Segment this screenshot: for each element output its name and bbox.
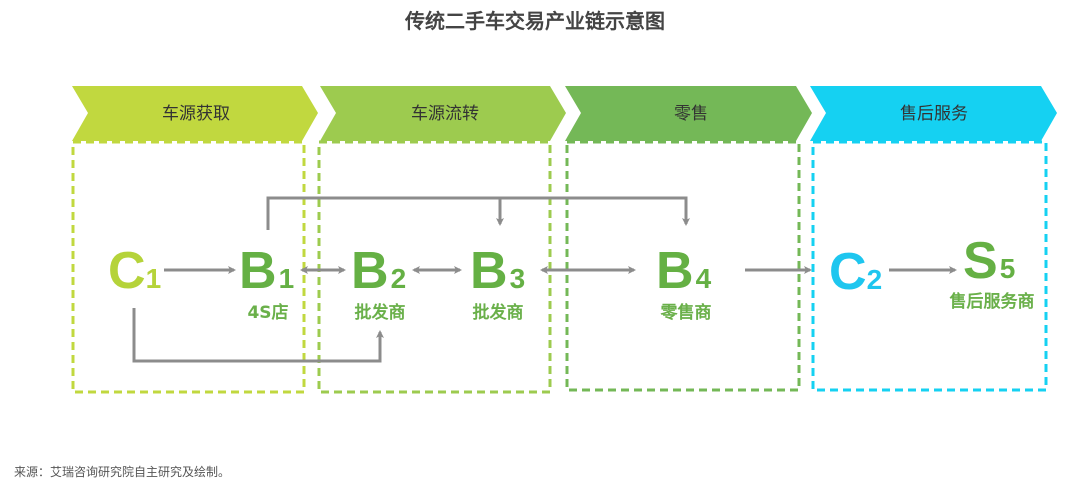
- node-label: 售后服务商: [950, 291, 1035, 312]
- stage-label: 车源流转: [411, 104, 479, 124]
- node-c1: C1: [108, 242, 161, 300]
- svg-text:S5: S5: [963, 232, 1015, 290]
- stage-label: 售后服务: [900, 104, 968, 124]
- node-label: 批发商: [473, 302, 524, 323]
- svg-text:B2: B2: [351, 242, 406, 300]
- node-b2: B2 批发商: [351, 242, 406, 323]
- node-c2: C2: [829, 243, 882, 301]
- svg-text:C2: C2: [829, 243, 882, 301]
- node-label: 4S店: [247, 302, 288, 323]
- stage-label: 零售: [674, 104, 708, 124]
- stage-label: 车源获取: [162, 104, 230, 124]
- svg-text:C1: C1: [108, 242, 161, 300]
- node-s5: S5 售后服务商: [950, 232, 1035, 312]
- stage-box-aftersales: [811, 140, 1048, 392]
- stage-chevron-circulation: 车源流转: [320, 86, 566, 141]
- node-b1: B1 4S店: [239, 242, 294, 323]
- node-label: 零售商: [660, 302, 712, 323]
- stage-chevron-retail: 零售: [565, 86, 812, 141]
- node-b4: B4 零售商: [656, 242, 712, 323]
- diagram-title: 传统二手车交易产业链示意图: [404, 9, 665, 33]
- svg-text:B1: B1: [239, 242, 294, 300]
- arrow-c1-b2: [132, 308, 384, 363]
- arrow-b1-top-bracket: [266, 196, 690, 230]
- stage-chevron-sourcing: 车源获取: [72, 86, 318, 141]
- source-note: 来源：艾瑞咨询研究院自主研究及绘制。: [14, 464, 230, 479]
- node-b3: B3 批发商: [470, 242, 525, 323]
- node-label: 批发商: [355, 302, 406, 323]
- svg-text:B3: B3: [470, 242, 525, 300]
- stage-chevron-aftersales: 售后服务: [810, 86, 1057, 141]
- svg-text:B4: B4: [656, 242, 712, 300]
